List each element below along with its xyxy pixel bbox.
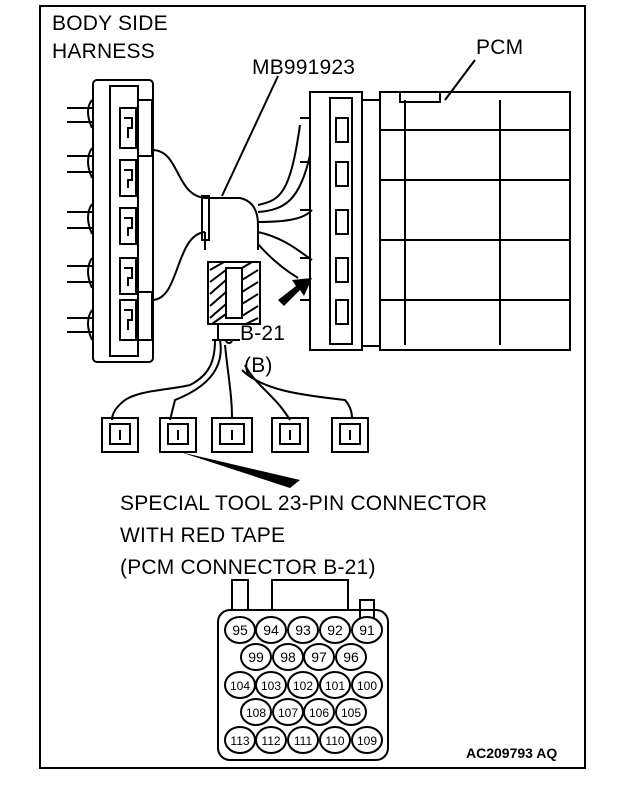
pin-label: 94: [263, 622, 279, 638]
pin-label: 108: [246, 706, 266, 720]
pin-label: 112: [261, 734, 280, 748]
pin-circle: [240, 698, 272, 726]
leader-lines: [218, 59, 476, 341]
caption-line1: SPECIAL TOOL 23-PIN CONNECTOR: [120, 492, 488, 515]
pin-circle: [255, 726, 287, 754]
pin-label: 102: [293, 679, 313, 693]
pin-circle: [335, 643, 367, 671]
caption-line2: WITH RED TAPE: [120, 524, 286, 547]
pin-circle: [319, 726, 351, 754]
pin-label: 98: [280, 649, 296, 665]
pin-98: 98: [272, 643, 304, 671]
b21-label: B-21: [240, 322, 286, 345]
pin-94: 94: [255, 616, 287, 644]
pcm-unit: [300, 91, 571, 351]
pin-label: 111: [294, 734, 313, 748]
pin-label: 113: [230, 734, 249, 748]
pin-label: 104: [230, 679, 250, 693]
pin-113: 113: [224, 726, 256, 754]
pin-105: 105: [335, 698, 367, 726]
pin-circle: [255, 616, 287, 644]
pin-label: 95: [232, 622, 248, 638]
special-tool-harness: [111, 124, 353, 421]
pin-connector-face: [217, 579, 389, 761]
pcm-label: PCM: [476, 36, 524, 59]
pin-92: 92: [319, 616, 351, 644]
pin-100: 100: [351, 671, 383, 699]
connector-arrow: [278, 278, 312, 306]
figure-reference: AC209793 AQ: [466, 745, 558, 761]
callout-pointer: [180, 452, 300, 488]
pin-label: 96: [343, 649, 359, 665]
pin-109: 109: [351, 726, 383, 754]
pin-96: 96: [335, 643, 367, 671]
pin-label: 92: [327, 622, 343, 638]
pin-label: 105: [341, 706, 361, 720]
pin-112: 112: [255, 726, 287, 754]
pin-circle: [240, 643, 272, 671]
pin-circle: [287, 616, 319, 644]
pin-111: 111: [287, 726, 319, 754]
pin-95: 95: [224, 616, 256, 644]
branch-connectors: [101, 417, 369, 453]
body-side-connector-block: [92, 79, 154, 363]
pin-97: 97: [303, 643, 335, 671]
pin-circle: [335, 698, 367, 726]
pin-label: 91: [359, 622, 375, 638]
pin-102: 102: [287, 671, 319, 699]
pin-99: 99: [240, 643, 272, 671]
pin-label: 109: [357, 734, 377, 748]
body-side-label-line2: HARNESS: [52, 40, 155, 63]
pin-circle: [303, 643, 335, 671]
pin-label: 93: [295, 622, 311, 638]
pin-104: 104: [224, 671, 256, 699]
tool-id-label: MB991923: [252, 56, 356, 79]
pin-label: 97: [311, 649, 327, 665]
b-paren-label: (B): [244, 354, 273, 377]
pin-layer: 95 94 93 92 91 99 98 97 96 104 103 102 101 100 108 107 1…: [224, 616, 383, 754]
pin-107: 107: [272, 698, 304, 726]
pin-91: 91: [351, 616, 383, 644]
body-side-label-line1: BODY SIDE: [52, 12, 168, 35]
pin-circle: [287, 726, 319, 754]
pin-label: 101: [325, 679, 345, 693]
pin-label: 107: [278, 706, 298, 720]
pin-103: 103: [255, 671, 287, 699]
pin-circle: [287, 671, 319, 699]
pin-circle: [255, 671, 287, 699]
pin-93: 93: [287, 616, 319, 644]
body-side-wire-stubs: [67, 99, 93, 341]
pin-circle: [351, 726, 383, 754]
pin-circle: [303, 698, 335, 726]
pin-label: 103: [261, 679, 281, 693]
pin-label: 99: [248, 649, 264, 665]
pin-106: 106: [303, 698, 335, 726]
pin-circle: [351, 671, 383, 699]
figure-frame: [39, 5, 586, 769]
pin-101: 101: [319, 671, 351, 699]
pin-label: 100: [357, 679, 377, 693]
pin-circle: [351, 616, 383, 644]
pin-label: 106: [309, 706, 329, 720]
pin-108: 108: [240, 698, 272, 726]
pin-110: 110: [319, 726, 351, 754]
caption-line3: (PCM CONNECTOR B-21): [120, 556, 376, 579]
pin-label: 110: [325, 734, 344, 748]
pin-circle: [319, 616, 351, 644]
pin-circle: [319, 671, 351, 699]
